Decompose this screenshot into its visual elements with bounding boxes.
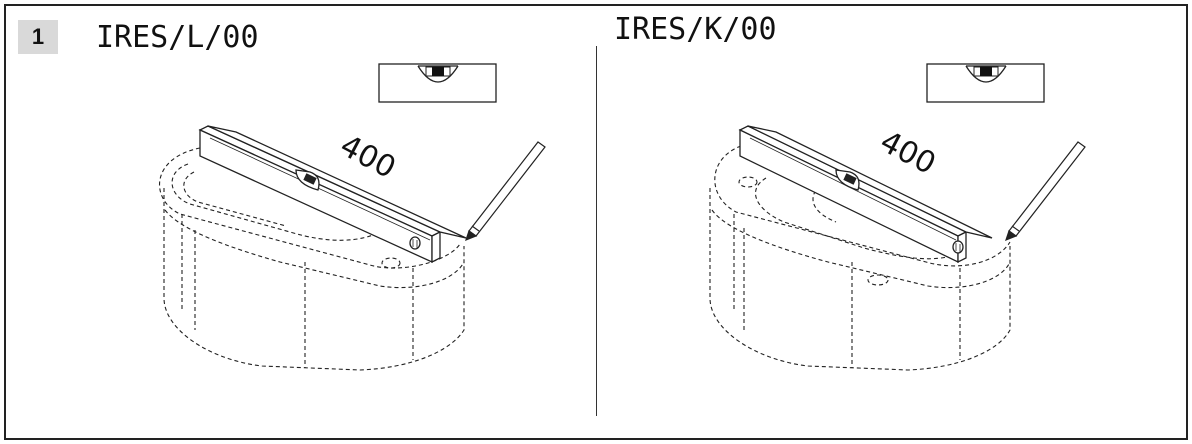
basin-outline — [709, 145, 1011, 371]
spirit-level-inset — [926, 63, 1045, 103]
model-code-right: IRES/K/00 — [614, 12, 777, 47]
level-bar — [738, 125, 993, 264]
instruction-frame: 1 — [4, 4, 1188, 440]
pencil — [1005, 141, 1086, 242]
panel-divider — [596, 46, 597, 416]
model-code-left: IRES/L/00 — [96, 20, 259, 55]
basin-leveling-illustration-right: 400 — [709, 63, 1086, 371]
step-number-badge: 1 — [18, 20, 58, 54]
basin-leveling-illustration-left: 400 — [159, 63, 546, 371]
dimension-label-left: 400 — [334, 128, 401, 186]
basin-outline — [159, 147, 465, 371]
level-bar — [198, 125, 467, 264]
dimension-label-right: 400 — [874, 124, 941, 182]
pencil — [465, 141, 546, 242]
spirit-level-inset — [378, 63, 497, 103]
